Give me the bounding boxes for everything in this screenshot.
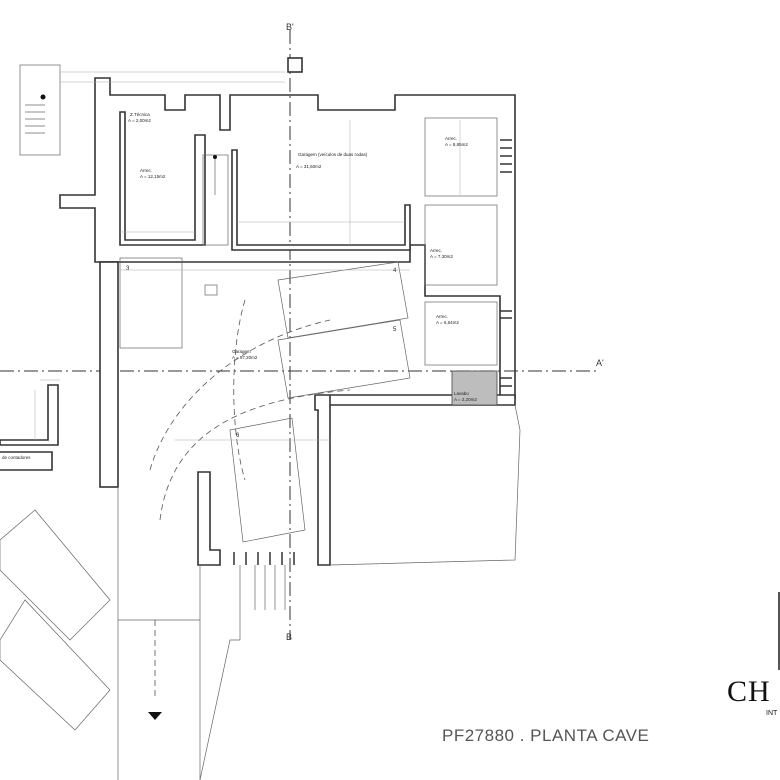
room-name: Z.Técnica bbox=[130, 112, 150, 117]
logo-divider bbox=[778, 592, 780, 670]
section-mark-bottom: B bbox=[286, 632, 292, 642]
walls bbox=[0, 57, 516, 566]
room-name: Lavabo bbox=[454, 391, 469, 396]
room-area: A = 8,85m2 bbox=[445, 142, 468, 147]
room-labels: Z.Técnica A = 2,00m2 Arrec. A = 12,15m2 … bbox=[2, 112, 477, 460]
dimension-lines bbox=[34, 71, 461, 441]
room-name: Arrec. bbox=[430, 248, 442, 253]
parking-number: 5 bbox=[393, 327, 397, 333]
side-label: de contadores bbox=[2, 455, 31, 460]
turning-path bbox=[149, 319, 331, 471]
room-area: A = 12,15m2 bbox=[140, 174, 166, 179]
room-area: A = 31,60m2 bbox=[296, 164, 322, 169]
room-area: A = 97,20m2 bbox=[232, 355, 258, 360]
logo-subtext: INT bbox=[766, 710, 778, 717]
rooms-outline bbox=[119, 117, 512, 406]
room-name: Arrec. bbox=[445, 136, 457, 141]
room-area: A = 6,54m2 bbox=[436, 320, 459, 325]
ramp bbox=[117, 404, 521, 780]
room-name: Garagem bbox=[232, 349, 251, 354]
room-name: Arrec. bbox=[436, 314, 448, 319]
room-name: Arrec. bbox=[140, 168, 152, 173]
lavabo-fill bbox=[451, 370, 498, 406]
parking-number: 4 bbox=[393, 268, 397, 274]
drawing-title: PF27880 . PLANTA CAVE bbox=[442, 726, 650, 745]
section-mark-top: B' bbox=[286, 22, 294, 32]
logo: CH bbox=[727, 675, 771, 708]
neighbour-buildings bbox=[0, 509, 111, 731]
room-area: A = 7,30m2 bbox=[430, 254, 453, 259]
section-mark-right: A' bbox=[596, 358, 604, 368]
exterior-stair bbox=[19, 64, 61, 156]
parking-number: 6 bbox=[236, 433, 240, 439]
room-name: Garagem (veículos de duas rodas) bbox=[298, 152, 368, 157]
room-area: A = 2,00m2 bbox=[128, 118, 151, 123]
parking-number: 3 bbox=[126, 266, 130, 272]
room-area: A = 2,20m2 bbox=[454, 397, 477, 402]
turning-path bbox=[233, 299, 246, 481]
parking-spaces: 3 4 5 6 bbox=[126, 261, 411, 543]
